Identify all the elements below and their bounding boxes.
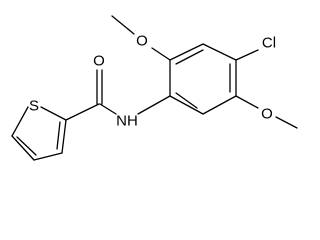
substituent-bonds: [111, 15, 298, 129]
sulfur-label: S: [29, 98, 39, 115]
chlorine-label: Cl: [262, 35, 276, 52]
benzene-ring: [169, 43, 237, 115]
carbonyl-oxygen-label: O: [93, 53, 105, 70]
amide-nh-label: NH: [116, 113, 138, 130]
methoxy-bottom-oxygen-label: O: [261, 106, 273, 123]
methoxy-top-oxygen-label: O: [136, 33, 148, 50]
amide-group: [65, 69, 171, 121]
thiophene-ring: [11, 106, 67, 161]
chemical-structure: S O NH O Cl O: [11, 15, 298, 161]
